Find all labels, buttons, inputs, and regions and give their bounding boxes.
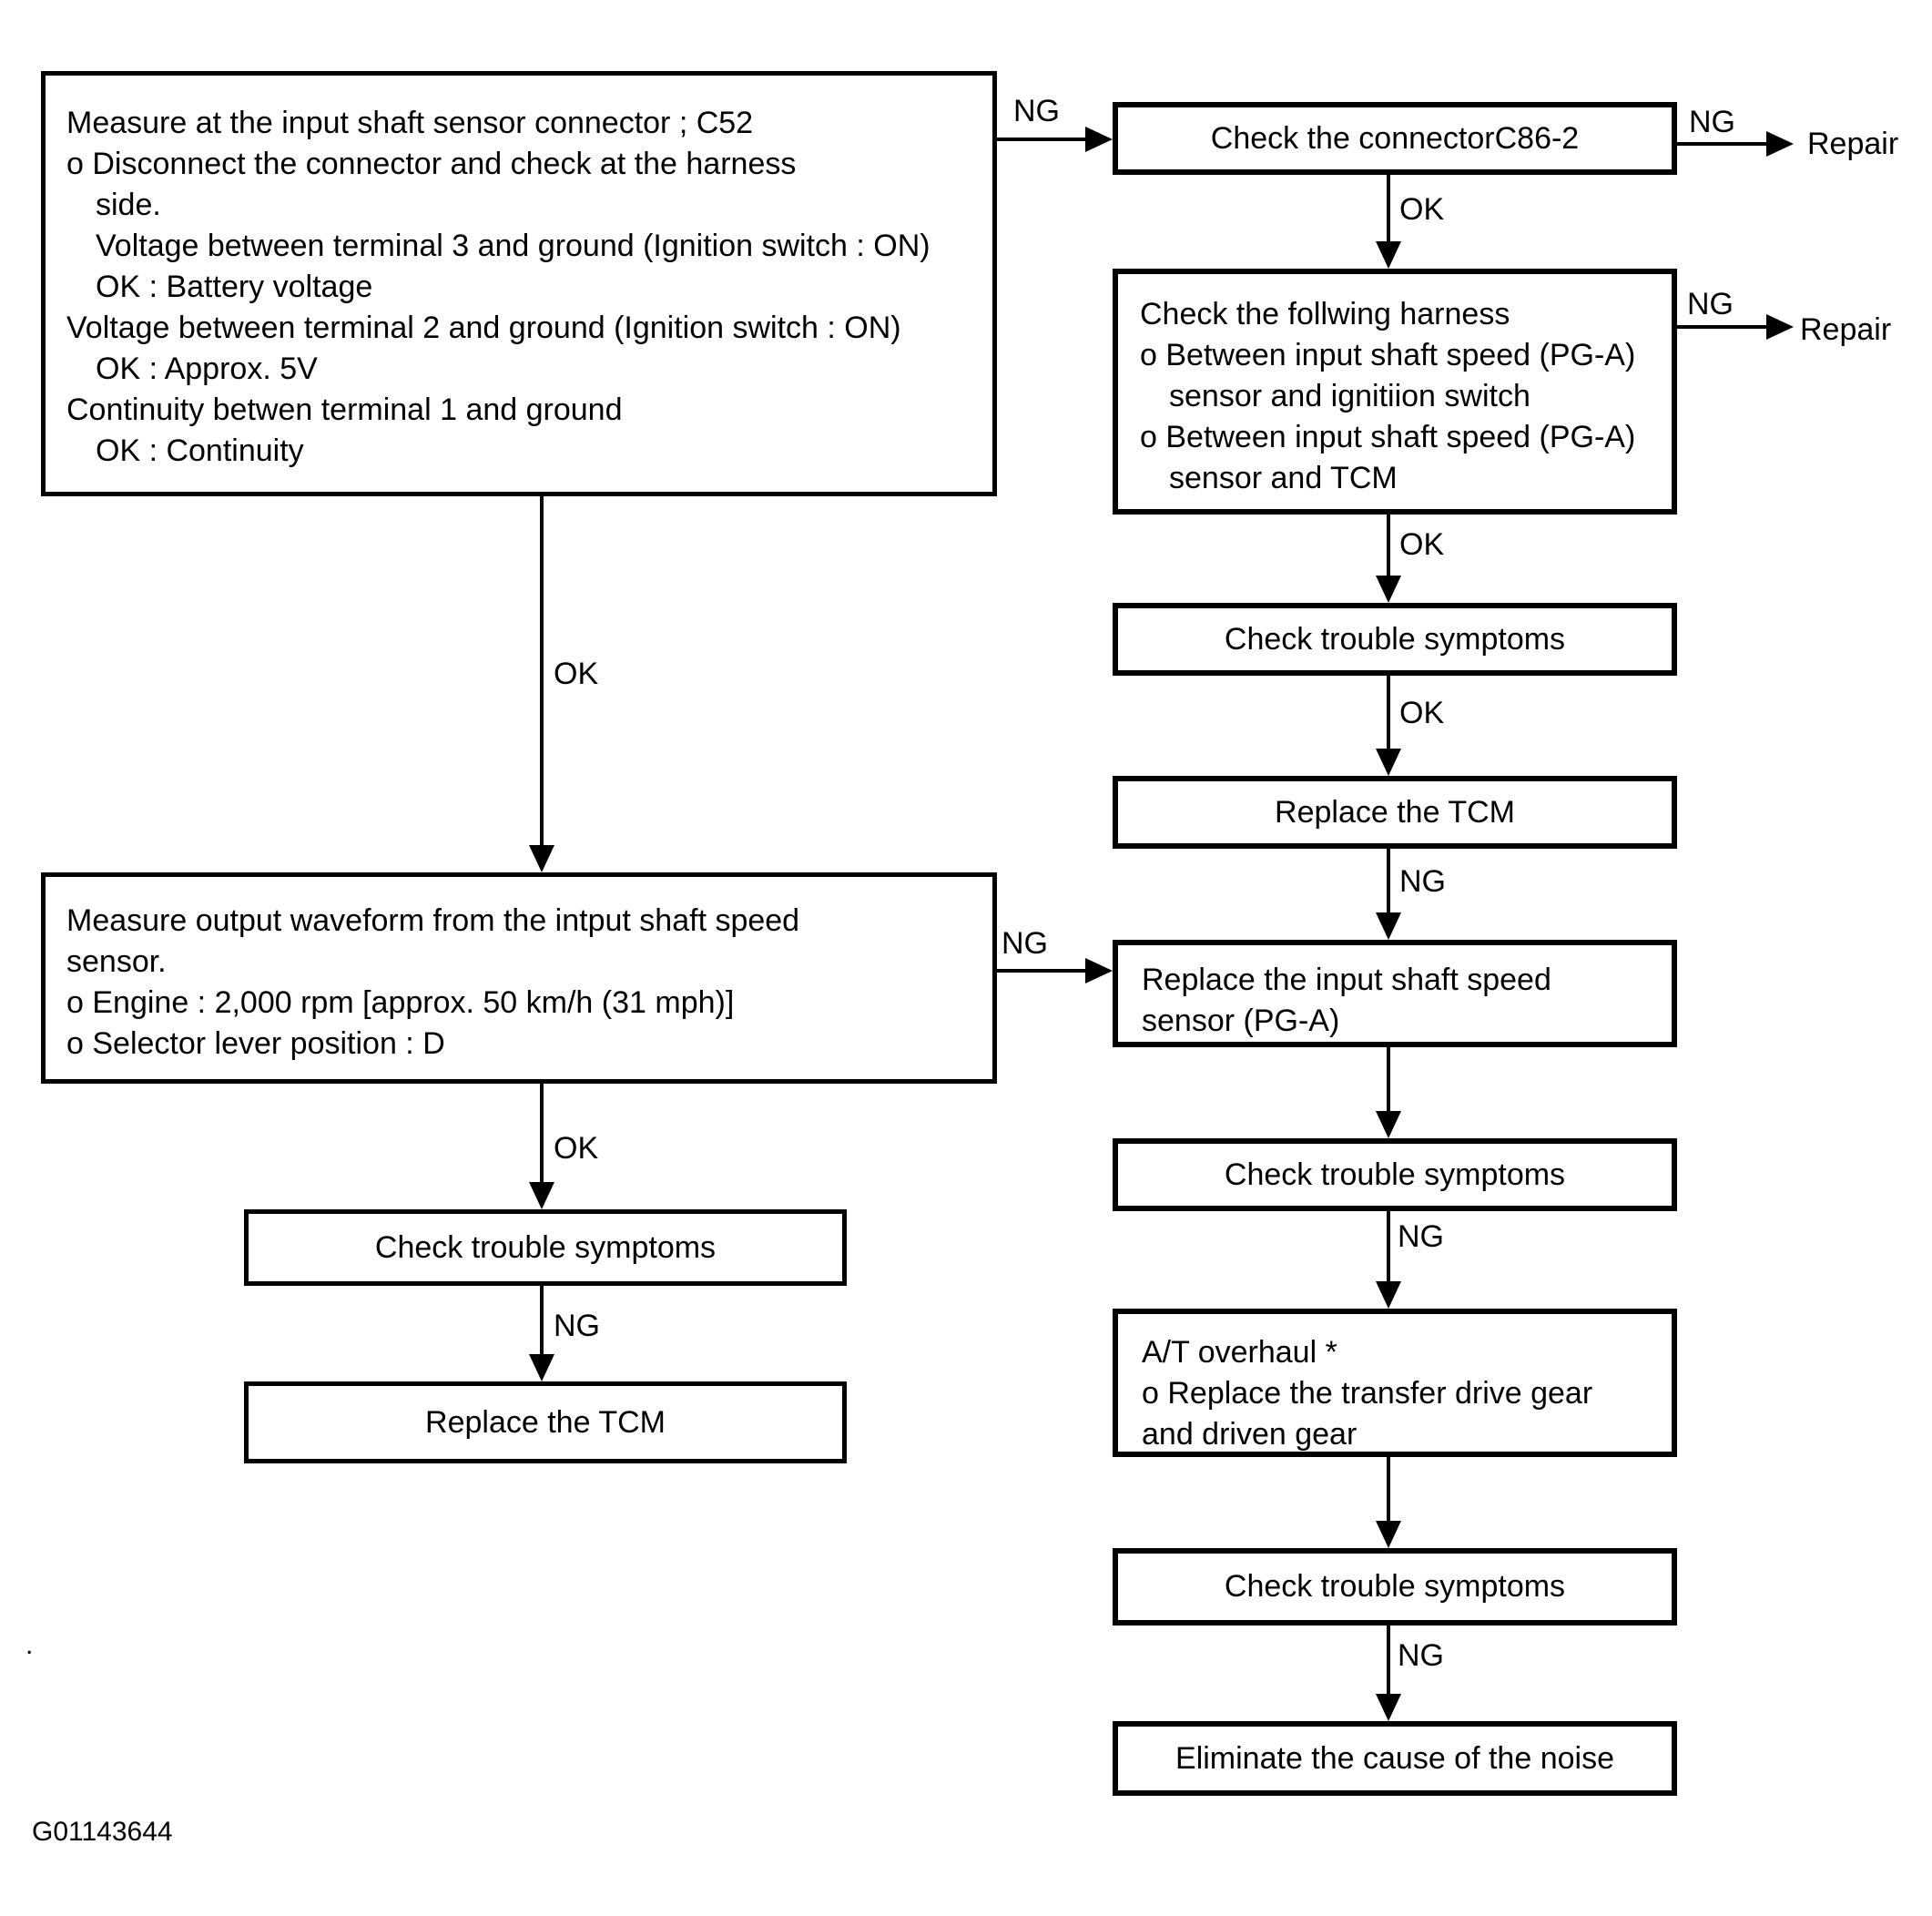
text-line: sensor and TCM xyxy=(1169,461,1398,495)
step-at-overhaul: A/T overhaul * o Replace the transfer dr… xyxy=(1113,1309,1677,1457)
stray-mark: . xyxy=(25,1630,34,1660)
step-check-connector-c86-2: Check the connectorC86-2 xyxy=(1113,102,1677,175)
ng-label: NG xyxy=(1013,94,1060,128)
step-text: A/T overhaul * o Replace the transfer dr… xyxy=(1118,1314,1672,1455)
text-line: sensor. xyxy=(66,944,167,979)
ok-label: OK xyxy=(554,657,599,691)
ok-label: OK xyxy=(1399,527,1445,562)
step-text: Check the follwing harness o Between inp… xyxy=(1118,274,1672,499)
step-check-trouble-symptoms-left: Check trouble symptoms xyxy=(244,1209,847,1286)
connector-line xyxy=(1387,1211,1390,1283)
text-line: o Replace the transfer drive gear xyxy=(1142,1376,1593,1411)
step-replace-input-shaft-speed-sensor: Replace the input shaft speed sensor (PG… xyxy=(1113,940,1677,1047)
ng-label: NG xyxy=(1689,105,1735,139)
connector-line xyxy=(1387,175,1390,243)
step-text: Check trouble symptoms xyxy=(1224,1569,1566,1604)
arrowhead-down-icon xyxy=(529,1354,554,1381)
step-replace-tcm-left: Replace the TCM xyxy=(244,1381,847,1463)
arrowhead-down-icon xyxy=(529,1182,554,1209)
text-line: o Selector lever position : D xyxy=(66,1026,445,1061)
connector-line xyxy=(1387,1047,1390,1113)
figure-code: G01143644 xyxy=(32,1817,173,1847)
connector-line xyxy=(1387,515,1390,578)
connector-line xyxy=(1387,1626,1390,1696)
arrowhead-down-icon xyxy=(1376,749,1401,776)
ng-label: NG xyxy=(1687,287,1734,321)
connector-line xyxy=(1387,676,1390,750)
text-line: Check the follwing harness xyxy=(1140,297,1510,331)
arrowhead-down-icon xyxy=(1376,241,1401,269)
step-replace-tcm-right: Replace the TCM xyxy=(1113,776,1677,849)
step-text: Eliminate the cause of the noise xyxy=(1175,1740,1614,1776)
ok-label: OK xyxy=(554,1131,599,1166)
step-eliminate-noise-cause: Eliminate the cause of the noise xyxy=(1113,1721,1677,1796)
step-text: Replace the TCM xyxy=(425,1404,666,1440)
text-line: o Between input shaft speed (PG-A) xyxy=(1140,338,1636,372)
ng-label: NG xyxy=(1399,864,1446,899)
text-line: Voltage between terminal 2 and ground (I… xyxy=(66,311,901,345)
text-line: sensor and ignitiion switch xyxy=(1169,379,1530,413)
ok-label: OK xyxy=(1399,696,1445,730)
step-text: Check trouble symptoms xyxy=(1224,1157,1566,1192)
text-line: OK : Approx. 5V xyxy=(96,352,318,386)
step-check-trouble-symptoms-1: Check trouble symptoms xyxy=(1113,603,1677,676)
arrowhead-down-icon xyxy=(529,845,554,872)
step-measure-sensor-connector-c52: Measure at the input shaft sensor connec… xyxy=(41,71,997,496)
text-line: Measure at the input shaft sensor connec… xyxy=(66,106,754,140)
step-measure-output-waveform: Measure output waveform from the intput … xyxy=(41,872,997,1084)
arrowhead-right-icon xyxy=(1766,314,1794,340)
text-line: o Engine : 2,000 rpm [approx. 50 km/h (3… xyxy=(66,985,735,1020)
connector-line xyxy=(1677,325,1768,329)
text-line: and driven gear xyxy=(1142,1417,1357,1452)
repair-label: Repair xyxy=(1800,312,1892,347)
ng-label: NG xyxy=(1398,1219,1444,1254)
text-line: A/T overhaul * xyxy=(1142,1335,1337,1370)
arrowhead-down-icon xyxy=(1376,912,1401,940)
connector-line xyxy=(540,1084,544,1184)
step-text: Measure output waveform from the intput … xyxy=(46,877,992,1065)
arrowhead-right-icon xyxy=(1085,127,1113,152)
step-check-following-harness: Check the follwing harness o Between inp… xyxy=(1113,269,1677,515)
connector-line xyxy=(1677,142,1768,146)
arrowhead-down-icon xyxy=(1376,576,1401,603)
text-line: Replace the input shaft speed xyxy=(1142,963,1551,997)
text-line: OK : Battery voltage xyxy=(96,270,373,304)
text-line: o Between input shaft speed (PG-A) xyxy=(1140,420,1636,454)
connector-line xyxy=(1387,1457,1390,1523)
connector-line xyxy=(1387,849,1390,914)
text-line: side. xyxy=(96,188,161,222)
step-text: Replace the TCM xyxy=(1275,794,1515,830)
arrowhead-down-icon xyxy=(1376,1694,1401,1721)
text-line: sensor (PG-A) xyxy=(1142,1004,1340,1038)
repair-label: Repair xyxy=(1807,127,1899,161)
ok-label: OK xyxy=(1399,192,1445,227)
text-line: o Disconnect the connector and check at … xyxy=(66,147,797,181)
arrowhead-down-icon xyxy=(1376,1281,1401,1309)
connector-line xyxy=(997,969,1088,973)
connector-line xyxy=(540,496,544,847)
connector-line xyxy=(997,138,1088,141)
text-line: Measure output waveform from the intput … xyxy=(66,903,800,938)
ng-label: NG xyxy=(1002,926,1048,961)
text-line: OK : Continuity xyxy=(96,433,304,468)
step-text: Check trouble symptoms xyxy=(374,1229,717,1265)
arrowhead-right-icon xyxy=(1766,131,1794,157)
arrowhead-right-icon xyxy=(1085,958,1113,983)
arrowhead-down-icon xyxy=(1376,1521,1401,1548)
text-line: Continuity betwen terminal 1 and ground xyxy=(66,392,623,427)
arrowhead-down-icon xyxy=(1376,1111,1401,1138)
step-text: Measure at the input shaft sensor connec… xyxy=(46,76,992,472)
step-text: Check the connectorC86-2 xyxy=(1210,120,1580,156)
ng-label: NG xyxy=(1398,1638,1444,1673)
step-check-trouble-symptoms-3: Check trouble symptoms xyxy=(1113,1548,1677,1626)
step-check-trouble-symptoms-2: Check trouble symptoms xyxy=(1113,1138,1677,1211)
connector-line xyxy=(540,1286,544,1356)
ng-label: NG xyxy=(554,1309,600,1343)
text-line: Voltage between terminal 3 and ground (I… xyxy=(96,229,930,263)
step-text: Check trouble symptoms xyxy=(1224,621,1566,657)
step-text: Replace the input shaft speed sensor (PG… xyxy=(1118,945,1672,1042)
